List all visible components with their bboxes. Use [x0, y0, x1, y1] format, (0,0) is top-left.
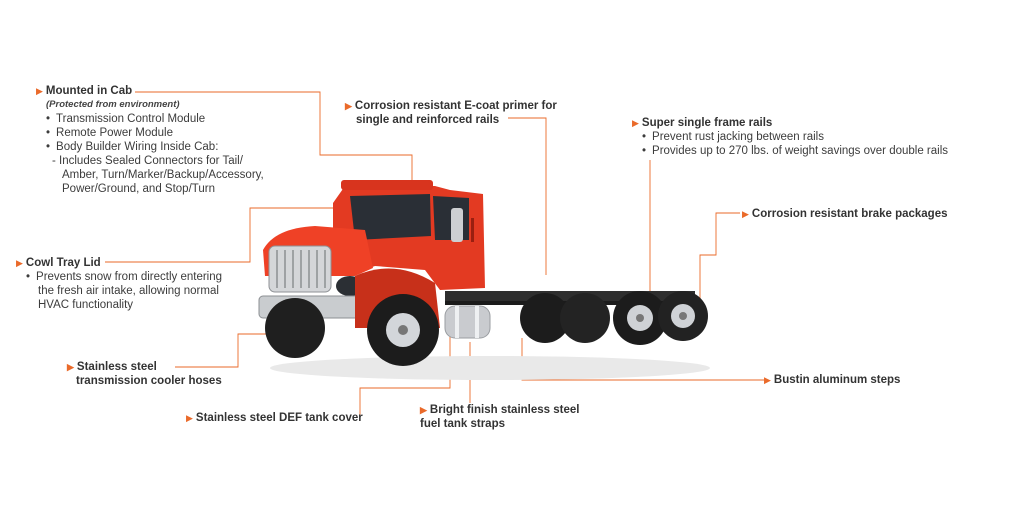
leader-cowl — [105, 207, 360, 263]
callout-fuel-straps: ▶Bright finish stainless steel fuel tank… — [420, 403, 579, 431]
bullet-item: Prevents snow from directly entering — [26, 270, 222, 284]
arrow-icon: ▶ — [67, 362, 74, 372]
callout-title-line: Corrosion resistant E-coat primer for — [354, 100, 557, 112]
arrow-icon: ▶ — [36, 86, 43, 96]
arrow-icon: ▶ — [764, 375, 771, 385]
callout-title: Bustin aluminum steps — [773, 374, 901, 386]
bullet-item: Provides up to 270 lbs. of weight saving… — [642, 144, 948, 158]
callout-title-line: fuel tank straps — [420, 418, 505, 430]
sub-line: Amber, Turn/Marker/Backup/Accessory, — [62, 169, 264, 181]
bullet-continuation: HVAC functionality — [38, 299, 134, 311]
callout-mounted-in-cab: ▶Mounted in Cab (Protected from environm… — [36, 84, 264, 196]
bullet-continuation: the fresh air intake, allowing normal — [38, 285, 219, 297]
sub-line: - Includes Sealed Connectors for Tail/ — [52, 155, 243, 167]
leader-ecoat — [508, 117, 547, 275]
bullet-item: Remote Power Module — [46, 126, 264, 140]
callout-title: Super single frame rails — [641, 117, 773, 129]
truck-illustration — [258, 180, 710, 380]
arrow-icon: ▶ — [186, 413, 193, 423]
callout-ecoat: ▶Corrosion resistant E-coat primer for s… — [345, 99, 557, 127]
callout-title-line: transmission cooler hoses — [76, 375, 222, 387]
arrow-icon: ▶ — [16, 258, 23, 268]
callout-title: Cowl Tray Lid — [25, 257, 101, 269]
bullet-item: Prevent rust jacking between rails — [642, 130, 948, 144]
leader-brake — [699, 212, 740, 300]
callout-title: Mounted in Cab — [45, 85, 133, 97]
callout-trans-hoses: ▶Stainless steel transmission cooler hos… — [67, 360, 222, 388]
rear-tires — [520, 291, 708, 345]
sub-line: Power/Ground, and Stop/Turn — [62, 183, 215, 195]
arrow-icon: ▶ — [420, 405, 427, 415]
arrow-icon: ▶ — [345, 101, 352, 111]
callout-title-line: Stainless steel — [76, 361, 157, 373]
callout-cowl: ▶Cowl Tray Lid Prevents snow from direct… — [16, 256, 222, 312]
callout-frame-rails: ▶Super single frame rails Prevent rust j… — [632, 116, 948, 158]
callout-def-cover: ▶Stainless steel DEF tank cover — [186, 411, 363, 425]
callout-title: Corrosion resistant brake packages — [751, 208, 948, 220]
bullet-item: Body Builder Wiring Inside Cab: — [46, 140, 264, 154]
arrow-icon: ▶ — [632, 118, 639, 128]
callout-title-line: single and reinforced rails — [356, 114, 500, 126]
callout-title-line: Bright finish stainless steel — [429, 404, 580, 416]
arrow-icon: ▶ — [742, 209, 749, 219]
bullet-item: Transmission Control Module — [46, 112, 264, 126]
leader-mounted-in-cab — [135, 91, 413, 200]
callout-brake: ▶Corrosion resistant brake packages — [742, 207, 948, 221]
callout-title: Stainless steel DEF tank cover — [195, 412, 363, 424]
leader-steps — [521, 338, 768, 381]
callout-steps: ▶Bustin aluminum steps — [764, 373, 900, 387]
callout-subtitle: (Protected from environment) — [46, 99, 180, 110]
